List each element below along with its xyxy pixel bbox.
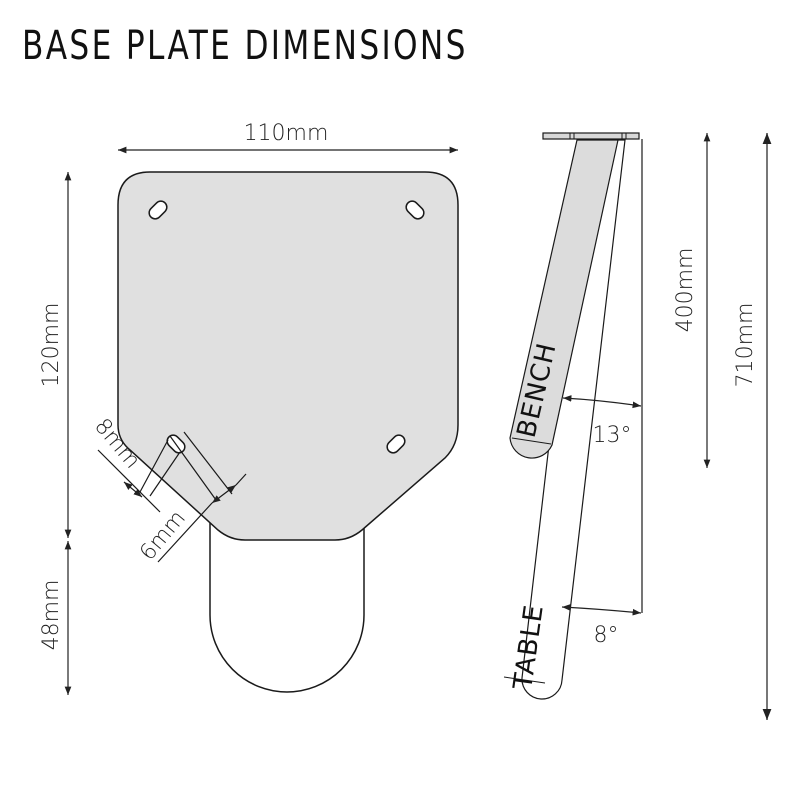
bench-angle-arc <box>562 395 642 409</box>
tab-label: 48mm <box>39 580 64 651</box>
base-plate <box>97 171 459 693</box>
slot-dimension-lines <box>97 431 247 563</box>
width-label: 110mm <box>244 121 329 146</box>
leg-side-view: BENCH TABLE 13° 8° <box>503 132 643 700</box>
height-label: 120mm <box>39 303 64 388</box>
table-angle-label: 8° <box>594 623 619 648</box>
bench-angle-label: 13° <box>593 423 632 448</box>
top-mount-plate <box>542 132 640 140</box>
bench-height-label: 400mm <box>673 248 698 333</box>
table-height-label: 710mm <box>733 303 758 388</box>
plate-body <box>117 171 459 541</box>
mount-slot-top-right <box>405 200 425 220</box>
table-leg <box>521 139 626 700</box>
mount-slot-top-left <box>148 200 168 220</box>
mount-slot-bottom-right <box>386 434 406 454</box>
plate-tab <box>209 514 365 693</box>
page-title: BASE PLATE DIMENSIONS <box>22 23 468 69</box>
table-angle-arc <box>561 604 642 616</box>
bench-leg <box>509 139 619 459</box>
